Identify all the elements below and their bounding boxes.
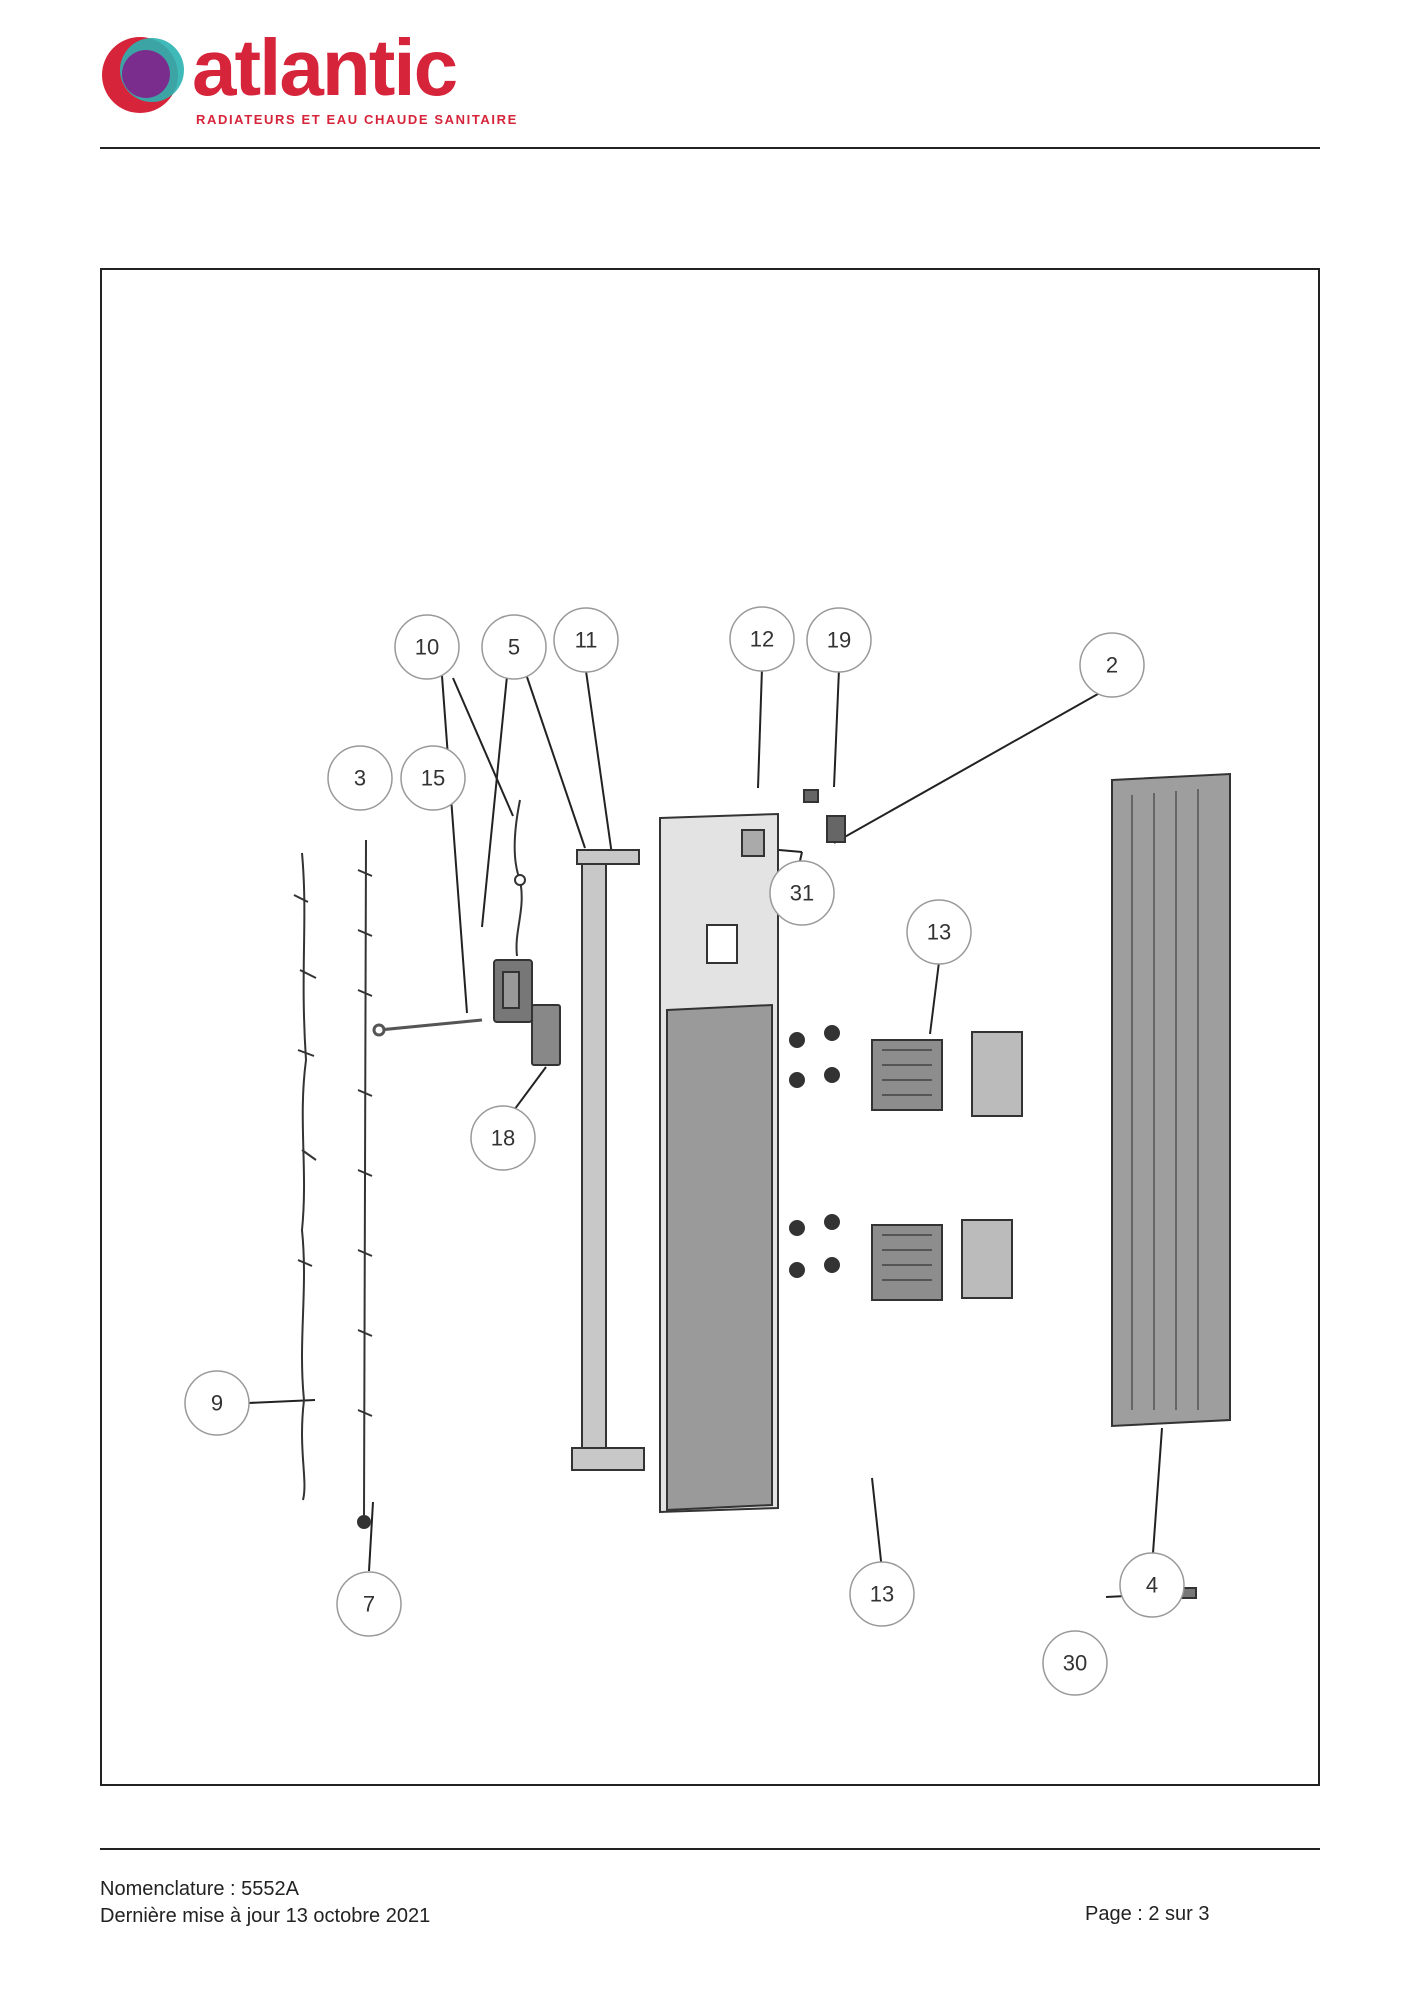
- callout-label: 10: [415, 635, 439, 660]
- rail-5: [571, 849, 645, 1471]
- sensor-12-and-19: [803, 789, 846, 843]
- callout-label: 11: [575, 628, 598, 653]
- callout-label: 15: [421, 766, 445, 791]
- callout-label: 13: [927, 920, 951, 945]
- callout-label: 18: [491, 1126, 515, 1151]
- heating-elements-13: [789, 1025, 1023, 1301]
- exploded-view-frame: 10 5 11 12 19 2 3 15 31 13 18 9 7 13 4 3…: [100, 268, 1320, 1786]
- callout-label: 9: [211, 1391, 223, 1416]
- page-header: atlantic RADIATEURS ET EAU CHAUDE SANITA…: [100, 23, 1320, 150]
- cable-7: [357, 839, 373, 1529]
- brand-name: atlantic: [192, 23, 458, 112]
- footer-divider: [100, 1848, 1320, 1850]
- callout-label: 30: [1063, 1651, 1087, 1676]
- callout-bubbles: [184, 606, 1185, 1696]
- leader-lines: [247, 667, 1168, 1598]
- back-panel-chassis: [659, 812, 779, 1514]
- page-number: Page : 2 sur 3: [1085, 1903, 1210, 1925]
- wiring-harness-9: [293, 852, 317, 1501]
- callout-label: 2: [1106, 653, 1118, 678]
- callout-label: 4: [1146, 1573, 1158, 1598]
- cable-10: [513, 799, 526, 957]
- rod-3: [372, 1018, 483, 1037]
- brand-tagline: RADIATEURS ET EAU CHAUDE SANITAIRE: [196, 112, 518, 127]
- callout-label: 7: [363, 1592, 375, 1617]
- atlantic-logo-icon: [102, 37, 184, 113]
- front-panel-4: [1111, 772, 1231, 1428]
- last-updated-text: Dernière mise à jour 13 octobre 2021: [100, 1905, 431, 1927]
- nomenclature-text: Nomenclature : 5552A: [100, 1878, 300, 1900]
- bracket-15: [493, 959, 533, 1023]
- callout-label: 5: [508, 635, 520, 660]
- callout-label: 19: [827, 628, 851, 653]
- footer-info: Nomenclature : 5552A Dernière mise à jou…: [100, 1876, 430, 1930]
- callout-label: 12: [750, 627, 774, 652]
- exploded-view-diagram: 10 5 11 12 19 2 3 15 31 13 18 9 7 13 4 3…: [184, 606, 1231, 1696]
- callout-label: 13: [870, 1582, 894, 1607]
- callout-label: 3: [354, 766, 366, 791]
- callout-label: 31: [790, 881, 814, 906]
- bracket-18: [531, 1004, 561, 1066]
- header-divider: [100, 147, 1320, 149]
- callout-labels: 10 5 11 12 19 2 3 15 31 13 18 9 7 13 4 3…: [211, 627, 1158, 1676]
